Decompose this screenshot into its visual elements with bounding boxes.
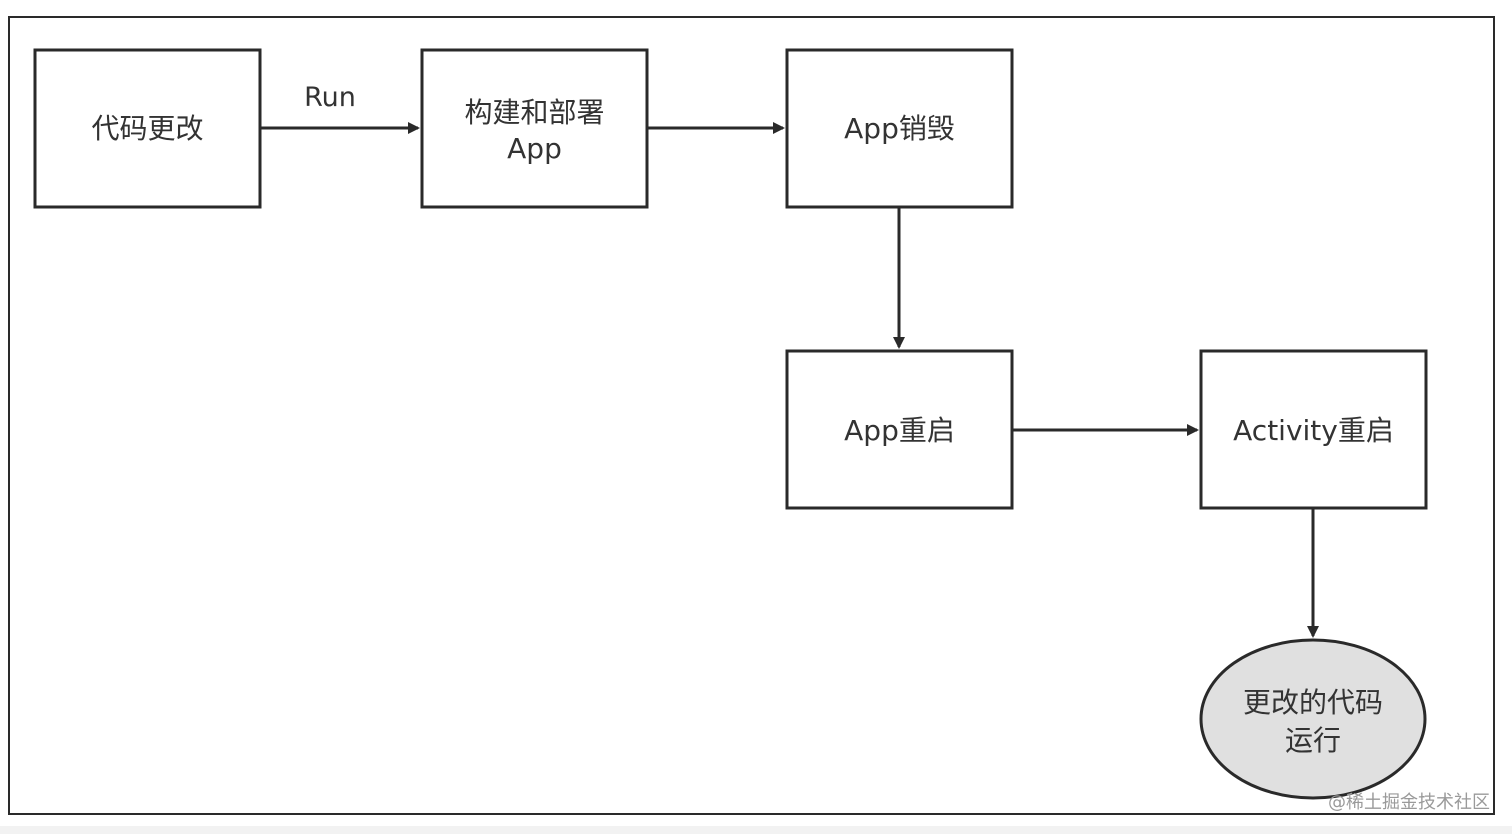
node-activity-restart: Activity重启 xyxy=(1199,349,1428,510)
watermark-text: @稀土掘金技术社区 xyxy=(1328,792,1490,813)
node-changed-code-run-line-1: 更改的代码 xyxy=(1243,686,1383,719)
node-build-deploy: 构建和部署 App xyxy=(420,48,649,209)
node-code-change-label: 代码更改 xyxy=(91,112,203,145)
edge-run-label: Run xyxy=(304,82,356,113)
node-build-deploy-line-2: App xyxy=(507,132,562,165)
node-app-destroy: App销毁 xyxy=(785,48,1014,209)
node-app-restart: App重启 xyxy=(785,349,1014,510)
bottom-strip xyxy=(0,826,1512,834)
node-changed-code-run: 更改的代码 运行 xyxy=(1199,638,1427,800)
node-activity-restart-label: Activity重启 xyxy=(1233,414,1394,447)
node-app-destroy-label: App销毁 xyxy=(844,112,955,145)
node-build-deploy-line-1: 构建和部署 xyxy=(464,96,604,129)
node-changed-code-run-line-2: 运行 xyxy=(1285,724,1341,757)
node-app-restart-label: App重启 xyxy=(844,414,955,447)
node-code-change: 代码更改 xyxy=(33,48,262,209)
